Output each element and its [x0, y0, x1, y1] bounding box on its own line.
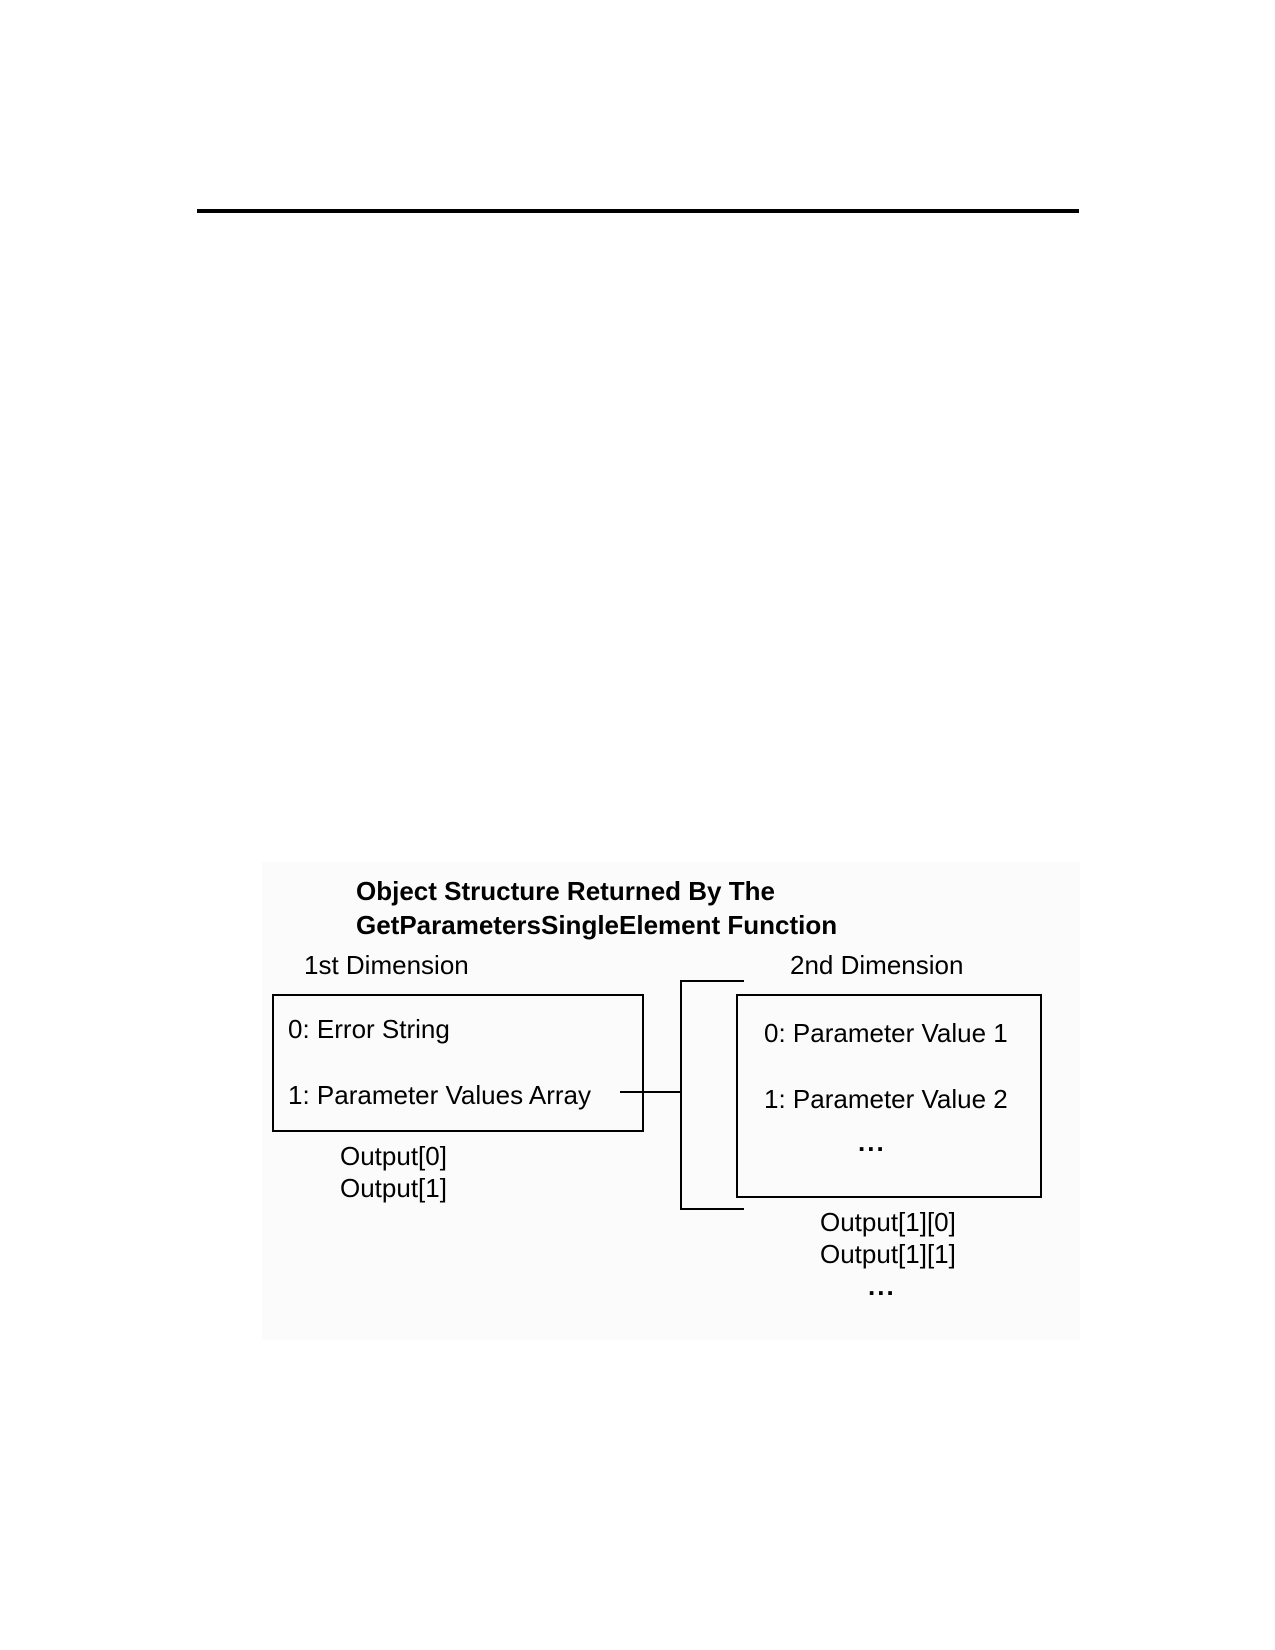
figure-title-line-1: Object Structure Returned By The [356, 876, 775, 906]
second-dimension-item-0: 0: Parameter Value 1 [764, 1018, 1008, 1048]
first-dimension-box: 0: Error String 1: Parameter Values Arra… [272, 994, 644, 1132]
second-dimension-ellipsis: ... [858, 1127, 886, 1157]
second-dimension-ref-0: Output[1][0] [820, 1207, 956, 1237]
first-dimension-ref-1: Output[1] [340, 1173, 447, 1203]
first-dimension-item-0: 0: Error String [288, 1014, 450, 1044]
object-structure-figure: Object Structure Returned By The GetPara… [262, 862, 1080, 1340]
second-dimension-label: 2nd Dimension [790, 950, 964, 980]
second-dimension-item-1: 1: Parameter Value 2 [764, 1084, 1008, 1114]
bracket-bottom [680, 1208, 744, 1210]
first-dimension-ref-0: Output[0] [340, 1141, 447, 1171]
second-dimension-ref-1: Output[1][1] [820, 1239, 956, 1269]
first-dimension-item-1: 1: Parameter Values Array [288, 1080, 591, 1110]
bracket-vertical [680, 980, 682, 1210]
bracket-top [680, 980, 744, 982]
first-dimension-label: 1st Dimension [304, 950, 469, 980]
figure-title-line-2: GetParametersSingleElement Function [356, 910, 838, 940]
header-rule [197, 209, 1079, 213]
connector-line [620, 1091, 682, 1093]
second-dimension-box: 0: Parameter Value 1 1: Parameter Value … [736, 994, 1042, 1198]
figure-title: Object Structure Returned By The GetPara… [356, 874, 837, 942]
second-dimension-refs-ellipsis: ... [868, 1271, 896, 1301]
